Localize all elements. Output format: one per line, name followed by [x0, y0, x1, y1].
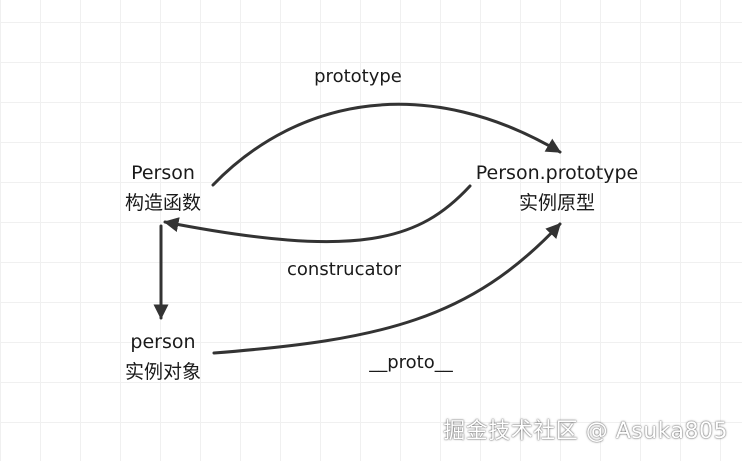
edge-prototype: [211, 102, 562, 187]
node-instance: person 实例对象: [125, 327, 201, 387]
node-prototype-caption: 实例原型: [518, 192, 596, 214]
edge-prototype-label: prototype: [314, 66, 402, 87]
edge-constructor-label: construcator: [287, 259, 401, 280]
node-prototype-name: Person.prototype: [475, 162, 639, 184]
node-constructor-caption: 构造函数: [124, 192, 202, 214]
node-prototype: Person.prototype 实例原型: [476, 158, 638, 218]
watermark: 掘金技术社区 @ Asuka805: [443, 419, 728, 444]
edge-proto-label: __proto__: [369, 352, 453, 373]
node-instance-name: person: [130, 331, 196, 353]
node-constructor-name: Person: [131, 162, 195, 184]
edge-constructor: [163, 184, 472, 244]
node-constructor: Person 构造函数: [125, 158, 201, 218]
edge-proto: [212, 222, 562, 355]
node-instance-caption: 实例对象: [124, 361, 202, 383]
